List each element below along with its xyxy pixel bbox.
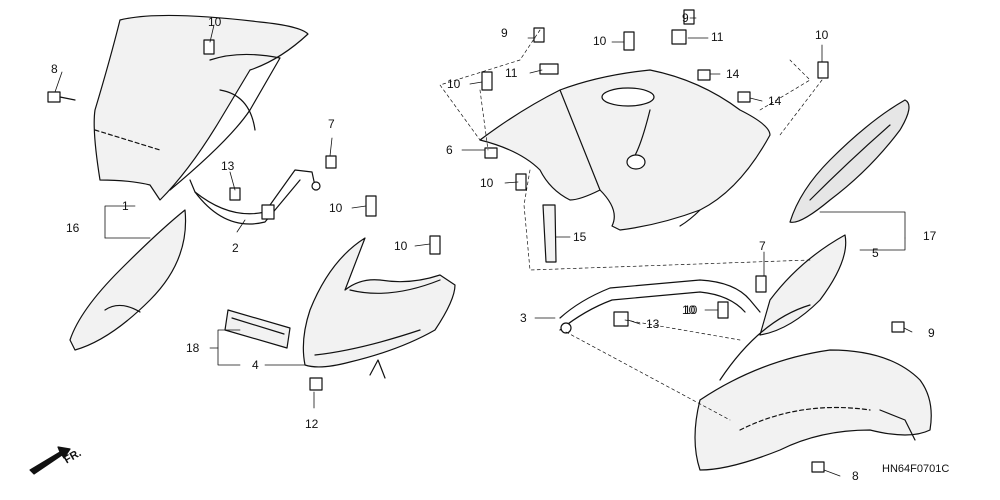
emblem-part xyxy=(224,309,291,349)
callout-11: 11 xyxy=(711,30,724,44)
left-inner-panel-part xyxy=(69,209,187,351)
callout-8: 8 xyxy=(51,62,58,76)
rear-stay-part xyxy=(559,279,761,334)
callout-12: 12 xyxy=(305,417,319,431)
callout-5: 5 xyxy=(872,246,879,260)
callout-10: 10 xyxy=(480,176,494,190)
callout-6: 6 xyxy=(446,143,453,157)
diagram-code: HN64F0701C xyxy=(882,463,950,475)
callout-17: 17 xyxy=(923,229,937,243)
right-side-cover-part xyxy=(789,99,910,223)
callout-10: 10 xyxy=(329,201,343,215)
callout-10: 10 xyxy=(208,15,222,29)
callout-7: 7 xyxy=(328,117,335,131)
callout-1: 1 xyxy=(122,199,129,213)
callout-13: 13 xyxy=(221,159,235,173)
tank-strip-part xyxy=(542,204,557,263)
front-fender-part xyxy=(694,304,932,471)
callout-8: 8 xyxy=(852,469,859,483)
callout-10: 10 xyxy=(394,239,408,253)
callout-13: 13 xyxy=(646,317,660,331)
callout-11: 11 xyxy=(505,66,518,80)
callout-10: 10 xyxy=(815,28,829,42)
callout-10: 10 xyxy=(684,303,698,317)
callout-9: 9 xyxy=(928,326,935,340)
leader-lines xyxy=(54,17,913,477)
front-cowl-part xyxy=(302,237,456,379)
assembly-guides xyxy=(439,29,823,421)
callout-10: 10 xyxy=(447,77,461,91)
callout-16: 16 xyxy=(66,221,80,235)
callout-15: 15 xyxy=(573,230,587,244)
fasteners xyxy=(47,9,905,473)
tank-cover-part xyxy=(479,69,771,231)
callout-7: 7 xyxy=(759,239,766,253)
callout-9: 9 xyxy=(501,26,508,40)
callout-2: 2 xyxy=(232,241,239,255)
callout-9: 9 xyxy=(682,11,689,25)
windscreen-part xyxy=(93,14,309,201)
callout-4: 4 xyxy=(252,358,259,372)
callout-14: 14 xyxy=(726,67,740,81)
front-direction-arrow xyxy=(29,446,71,475)
callout-18: 18 xyxy=(186,341,200,355)
callout-3: 3 xyxy=(520,311,527,325)
callout-10: 10 xyxy=(682,303,696,317)
callout-14: 14 xyxy=(768,94,782,108)
front-stay-part xyxy=(189,169,321,225)
right-inner-panel-part xyxy=(759,234,847,336)
callout-10: 10 xyxy=(593,34,607,48)
